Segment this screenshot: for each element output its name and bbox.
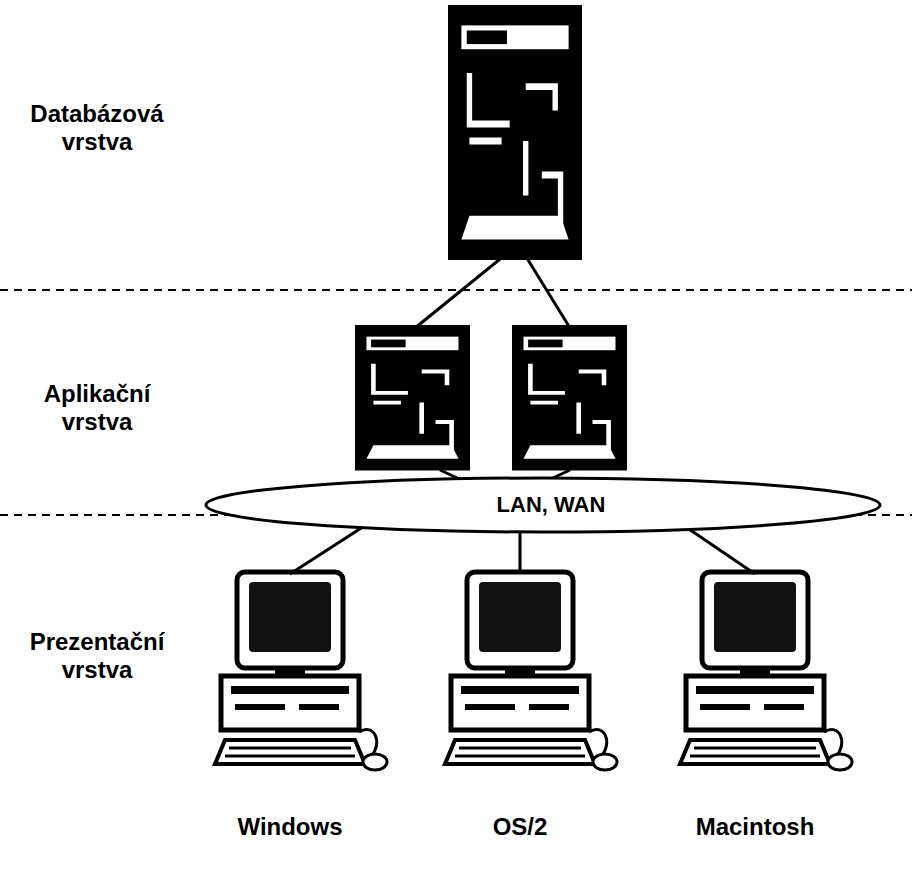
client-computer: OS/2 xyxy=(422,572,618,854)
network-link xyxy=(519,532,522,574)
platform-label: Windows xyxy=(192,812,388,842)
platform-label: OS/2 xyxy=(422,812,618,842)
tier-label: Databázová vrstva xyxy=(12,100,182,156)
network-ellipse: LAN, WAN xyxy=(204,476,898,534)
client-computer: Windows xyxy=(192,572,388,854)
tier-label: Aplikační vrstva xyxy=(12,380,182,436)
network-link xyxy=(290,528,362,574)
client-computer: Macintosh xyxy=(657,572,853,854)
network-link xyxy=(690,530,755,574)
network-label: LAN, WAN xyxy=(204,476,898,534)
platform-label: Macintosh xyxy=(657,812,853,842)
tier-label: Prezentační vrstva xyxy=(12,628,182,684)
